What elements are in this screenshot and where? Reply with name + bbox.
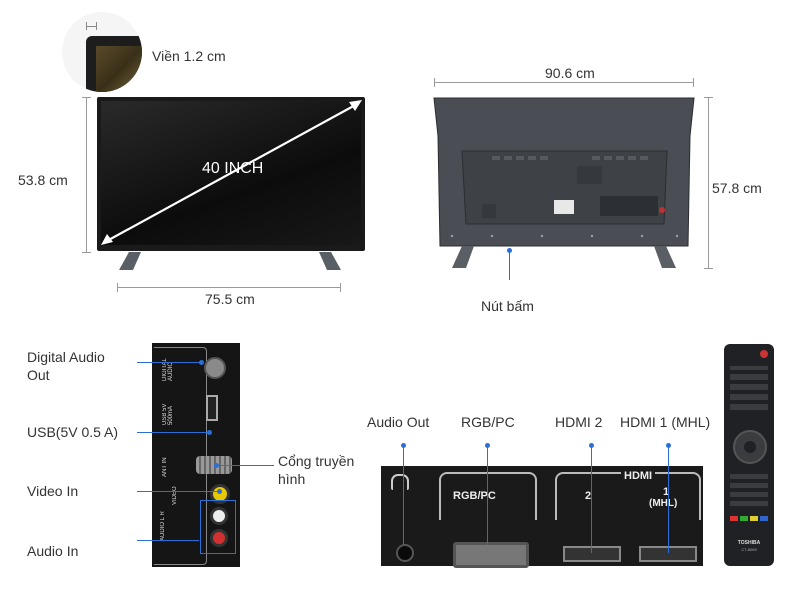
mhl-text: (MHL) [649, 498, 678, 509]
audio-out-port [396, 544, 414, 562]
dpad [733, 430, 767, 464]
color-keys [730, 516, 768, 521]
back-height-line [708, 97, 709, 269]
power-button [760, 350, 768, 358]
audio-l-port [210, 507, 228, 525]
remote-brand: TOSHIBA [737, 540, 761, 546]
tv-back [433, 97, 695, 268]
optical-port [204, 357, 226, 379]
back-height-label: 57.8 cm [712, 180, 762, 196]
number-pad [730, 366, 768, 414]
antenna-label: Cổng truyền hình [278, 453, 355, 487]
usb-port [206, 395, 218, 421]
front-width-label: 75.5 cm [205, 291, 255, 307]
rgb-label: RGB/PC [461, 414, 515, 430]
usb-text: USB 5V 500mA [162, 403, 174, 425]
rear-port-panel: RGB/PC HDMI 2 1 (MHL) [381, 466, 703, 568]
hdmi2-num: 2 [585, 490, 592, 502]
audio-in-label: Audio In [27, 543, 79, 559]
video-text: VIDEO [172, 486, 178, 505]
audio-r-port [210, 529, 228, 547]
hdmi-text: HDMI [621, 470, 656, 482]
back-width-label: 90.6 cm [545, 65, 595, 81]
video-port [210, 484, 230, 504]
front-height-line [86, 97, 87, 253]
button-label: Nút bấm [481, 298, 534, 314]
rgb-frame [439, 472, 537, 520]
hdmi1-label: HDMI 1 (MHL) [620, 414, 711, 430]
front-width-line [117, 287, 341, 288]
tv-front: 40 INCH [97, 97, 365, 253]
usb-label: USB(5V 0.5 A) [27, 424, 119, 440]
audio-ports-box [200, 500, 236, 554]
back-width-line [434, 82, 694, 83]
ant-in-text: ANT IN [162, 457, 168, 477]
hdmi1-num: 1 [663, 486, 670, 498]
screen-size-label: 40 INCH [202, 160, 264, 177]
digital-audio-label: Digital Audio Out [27, 349, 105, 383]
vga-port [453, 542, 529, 568]
video-in-label: Video In [27, 483, 79, 499]
front-stand [119, 252, 341, 270]
function-keys [730, 470, 768, 510]
front-height-label: 53.8 cm [18, 172, 68, 188]
bezel-zoom [62, 12, 142, 92]
remote-control: TOSHIBA CT-8069 [724, 344, 774, 566]
hdmi2-port [563, 546, 621, 562]
hdmi2-label: HDMI 2 [555, 414, 603, 430]
audio-out-label: Audio Out [367, 414, 430, 430]
side-port-panel: DIGITAL AUDIO USB 5V 500mA ANT IN VIDEO … [152, 343, 240, 567]
audio-text: AUDIO L R [160, 511, 166, 541]
bezel-label: Viền 1.2 cm [152, 48, 226, 64]
remote-model: CT-8069 [741, 547, 757, 552]
bezel-corner [86, 36, 142, 92]
digital-audio-text: DIGITAL AUDIO [162, 358, 174, 381]
headphone-icon [391, 474, 409, 490]
rgb-text: RGB/PC [453, 490, 496, 502]
